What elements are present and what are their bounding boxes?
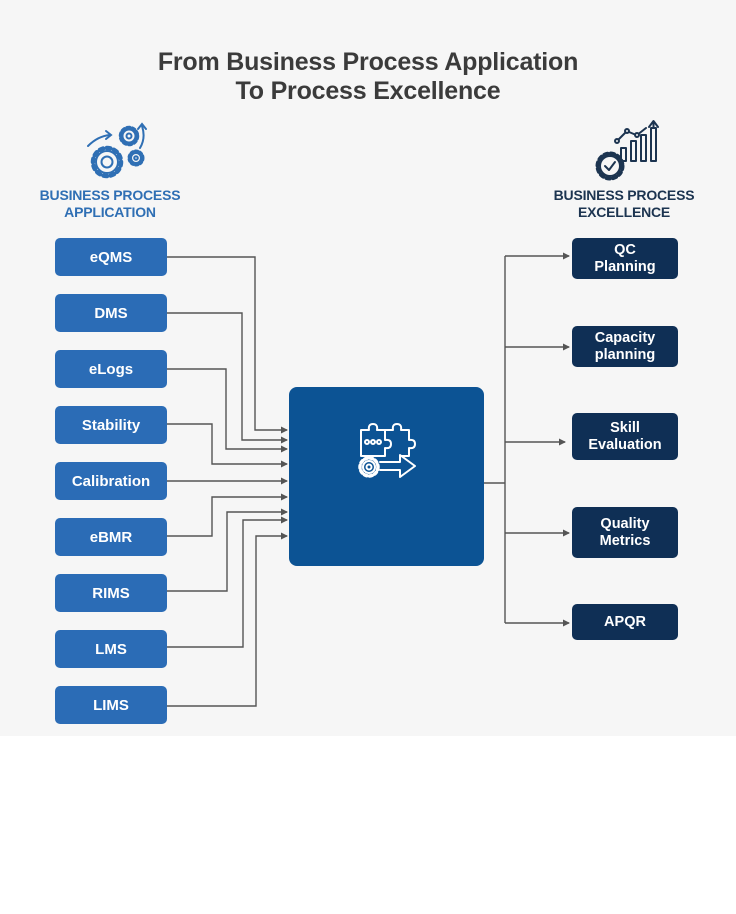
connector-eqms	[167, 256, 288, 434]
app-box-elogs: eLogs	[55, 350, 167, 388]
connector-lms	[167, 516, 288, 648]
gear-growth-chart-icon	[588, 118, 660, 186]
integration-label-line-2: APPLICATIONS	[335, 897, 438, 913]
infographic-canvas: From Business Process Application To Pro…	[0, 48, 736, 913]
outcome-label-line-1: Capacity	[594, 329, 656, 346]
connector-lims	[167, 532, 288, 707]
puzzle-integration-icon	[355, 422, 419, 482]
outcome-box-apqr: APQR	[572, 604, 678, 640]
outcome-box-capacity-planning: Capacity planning	[572, 326, 678, 367]
outcome-label-line-1: QC	[614, 241, 636, 258]
app-box-dms: DMS	[55, 294, 167, 332]
outcome-label-line-2: planning	[594, 346, 656, 363]
integration-label: INTEGRATION OF APPLICATIONS	[289, 880, 484, 914]
outcome-label-line-2: Planning	[594, 258, 656, 275]
right-heading-line-1: BUSINESS PROCESS	[553, 187, 695, 203]
left-heading-line-1: BUSINESS PROCESS	[39, 187, 181, 203]
connector-stability	[167, 423, 288, 468]
page-title: From Business Process Application To Pro…	[0, 48, 736, 106]
app-box-rims: RIMS	[55, 574, 167, 612]
app-box-ebmr: eBMR	[55, 518, 167, 556]
title-line-2: To Process Excellence	[235, 77, 501, 105]
outcome-label-line-2: Metrics	[599, 532, 651, 549]
connector-layer	[167, 252, 570, 707]
app-box-calibration: Calibration	[55, 462, 167, 500]
integration-box: INTEGRATION OF APPLICATIONS	[289, 387, 484, 913]
connector-output-trunk	[484, 256, 506, 623]
connector-ebmr	[167, 493, 288, 537]
outcome-label-line-1: APQR	[604, 613, 646, 630]
outcome-label-line-1: Quality	[600, 515, 650, 532]
connector-dms	[167, 312, 288, 444]
app-box-lims: LIMS	[55, 686, 167, 724]
app-box-stability: Stability	[55, 406, 167, 444]
right-section-heading: BUSINESS PROCESS EXCELLENCE	[529, 187, 719, 221]
connector-elogs	[167, 368, 288, 453]
outcome-label-line-1: Skill	[610, 419, 640, 436]
outcome-box-quality-metrics: Quality Metrics	[572, 507, 678, 558]
left-section-heading: BUSINESS PROCESS APPLICATION	[15, 187, 205, 221]
title-line-1: From Business Process Application	[157, 48, 579, 76]
app-box-eqms: eQMS	[55, 238, 167, 276]
left-heading-line-2: APPLICATION	[64, 204, 156, 220]
app-box-lms: LMS	[55, 630, 167, 668]
right-heading-line-2: EXCELLENCE	[577, 204, 671, 220]
connector-rims	[167, 508, 288, 592]
integration-label-line-1: INTEGRATION OF	[327, 880, 446, 896]
outcome-label-line-2: Evaluation	[588, 436, 662, 453]
gears-process-icon	[80, 118, 152, 186]
outcome-box-skill-evaluation: Skill Evaluation	[572, 413, 678, 460]
outcome-box-qc-planning: QC Planning	[572, 238, 678, 279]
